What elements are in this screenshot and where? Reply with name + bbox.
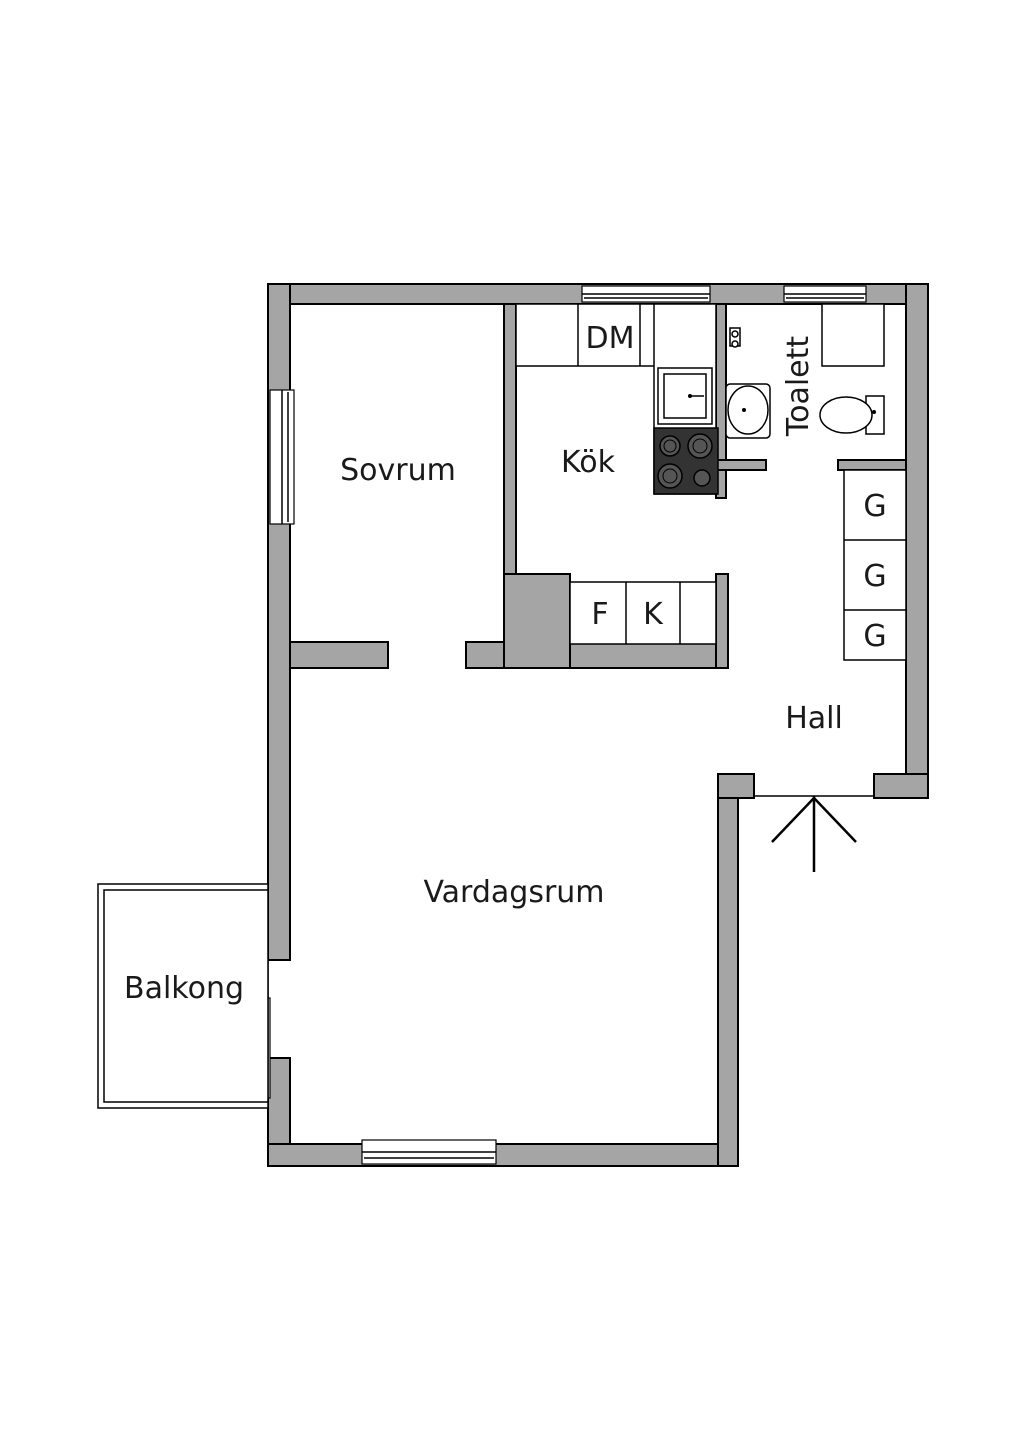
window-toilet xyxy=(783,285,867,303)
window-living xyxy=(361,1139,497,1165)
balcony xyxy=(97,883,269,1109)
room-label-toalett: Toalett xyxy=(781,336,816,438)
fixture-label-freezer: K xyxy=(643,597,664,632)
fixture-label-wardrobe-1: G xyxy=(863,489,886,524)
fixture-label-fridge: F xyxy=(591,597,608,632)
entrance-wall-stub xyxy=(717,773,755,799)
outer-wall-living-right xyxy=(717,773,739,1167)
toilet-shelf xyxy=(821,303,885,367)
outer-wall-left-upper xyxy=(267,283,291,961)
toilet-bowl-icon xyxy=(819,395,885,435)
fixture-label-dishwasher: DM xyxy=(586,321,635,356)
kitchen-pillar xyxy=(503,573,571,669)
kitchen-counter-bottom xyxy=(569,581,717,645)
entrance-arrow-icon xyxy=(754,795,874,872)
wardrobes xyxy=(843,469,907,661)
fixture-label-wardrobe-2: G xyxy=(863,559,886,594)
washbasin-icon xyxy=(725,383,771,439)
wall-toilet-bottom-left xyxy=(715,459,767,471)
room-label-sovrum: Sovrum xyxy=(340,453,456,488)
outer-wall-bottom xyxy=(267,1143,739,1167)
stove-icon xyxy=(653,427,719,495)
wall-kitchen-right-lower xyxy=(715,573,729,669)
window-bedroom xyxy=(269,389,295,525)
room-label-hall: Hall xyxy=(785,701,843,736)
room-label-vardagsrum: Vardagsrum xyxy=(423,875,604,910)
wall-bedroom-bottom-left xyxy=(289,641,389,669)
outer-wall-hall-bottom xyxy=(873,773,929,799)
window-kitchen xyxy=(581,285,711,303)
room-label-balkong: Balkong xyxy=(124,971,244,1006)
kitchen-sink-icon xyxy=(657,367,713,425)
room-label-kok: Kök xyxy=(561,445,616,480)
tap-icon xyxy=(729,327,741,348)
outer-wall-right xyxy=(905,283,929,799)
wall-toilet-bottom-right xyxy=(837,459,907,471)
fixture-label-wardrobe-3: G xyxy=(863,619,886,654)
